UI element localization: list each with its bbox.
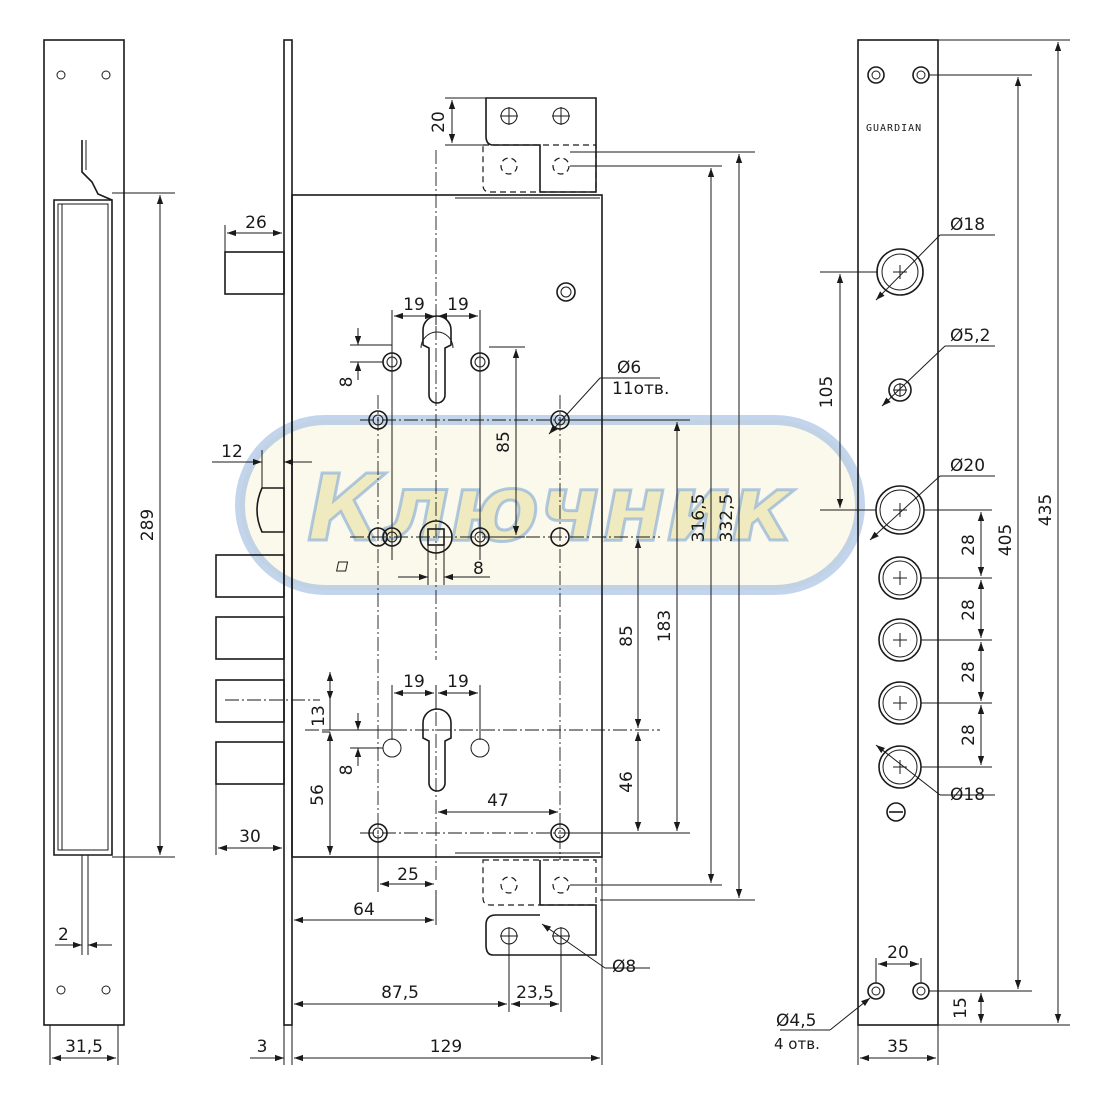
- dim-right-dia20: Ø20: [869, 456, 995, 541]
- svg-text:Ø8: Ø8: [612, 957, 636, 977]
- svg-text:47: 47: [487, 791, 509, 811]
- dim-85-46: 85 46: [568, 539, 650, 834]
- svg-text:183: 183: [655, 610, 675, 642]
- svg-text:19: 19: [447, 295, 469, 315]
- dim-dia8-strike: Ø8: [541, 923, 650, 977]
- dim-20-top: 20: [429, 97, 486, 146]
- svg-text:Ø20: Ø20: [950, 456, 985, 476]
- dim-3-129: 3 129: [250, 857, 603, 1065]
- svg-text:31,5: 31,5: [65, 1037, 103, 1057]
- dim-183: 183: [568, 419, 690, 834]
- dim-right-105: 105: [817, 271, 878, 511]
- svg-text:Ø6: Ø6: [617, 358, 641, 378]
- dim-13: 13: [309, 672, 392, 731]
- svg-text:435: 435: [1036, 494, 1056, 526]
- svg-text:19: 19: [403, 295, 425, 315]
- svg-text:12: 12: [221, 442, 243, 462]
- svg-text:35: 35: [887, 1037, 909, 1057]
- dim-right-35: 35: [857, 1025, 939, 1065]
- dim-85-upper: 85: [489, 346, 525, 538]
- svg-text:105: 105: [817, 376, 837, 408]
- dim-right-15: 15: [951, 993, 985, 1023]
- svg-text:19: 19: [403, 672, 425, 692]
- svg-text:85: 85: [617, 625, 637, 647]
- svg-text:15: 15: [951, 997, 971, 1019]
- front-view: [215, 39, 660, 1026]
- faceplate-brand: GUARDIAN: [866, 123, 922, 134]
- dim-26: 26: [224, 213, 282, 252]
- svg-text:13: 13: [309, 705, 329, 727]
- dim-square-8: 8: [336, 545, 490, 585]
- svg-text:64: 64: [353, 900, 375, 920]
- dim-right-28s: 28 28 28 28: [921, 509, 992, 768]
- svg-text:28: 28: [959, 599, 979, 621]
- svg-text:28: 28: [959, 724, 979, 746]
- svg-text:56: 56: [308, 784, 328, 806]
- svg-text:85: 85: [494, 431, 514, 453]
- dim-56: 56: [308, 731, 334, 855]
- dim-8-upper: 8: [337, 328, 392, 387]
- dim-right-435: 435: [938, 39, 1070, 1026]
- dim-2: 2: [55, 905, 112, 955]
- svg-text:Ø4,5: Ø4,5: [776, 1011, 816, 1031]
- svg-text:30: 30: [239, 827, 261, 847]
- dim-289: 289: [112, 192, 175, 858]
- svg-text:25: 25: [397, 865, 419, 885]
- dim-19-lower: 19 19: [391, 672, 481, 740]
- dim-316-5: 316,5: [570, 165, 722, 886]
- svg-text:Ø5,2: Ø5,2: [950, 326, 990, 346]
- svg-text:4 отв.: 4 отв.: [774, 1035, 820, 1053]
- svg-text:87,5: 87,5: [381, 983, 419, 1003]
- svg-text:Ø18: Ø18: [950, 785, 985, 805]
- svg-text:129: 129: [430, 1037, 462, 1057]
- dim-87-5-23-5: 87,5 23,5: [294, 945, 562, 1012]
- svg-text:Ø18: Ø18: [950, 215, 985, 235]
- svg-text:19: 19: [447, 672, 469, 692]
- dim-right-dia18-bottom: Ø18: [875, 744, 995, 805]
- svg-text:2: 2: [58, 925, 69, 945]
- svg-text:3: 3: [257, 1037, 268, 1057]
- side-view: [43, 39, 125, 1026]
- dim-right-dia5-2: Ø5,2: [881, 326, 995, 407]
- dim-right-405: 405: [929, 74, 1032, 992]
- dim-64: 64: [294, 890, 437, 925]
- svg-text:20: 20: [429, 111, 449, 133]
- svg-text:405: 405: [996, 524, 1016, 556]
- svg-text:28: 28: [959, 534, 979, 556]
- svg-text:332,5: 332,5: [717, 494, 737, 543]
- dim-right-20: 20: [875, 943, 922, 983]
- dim-8-lower: 8: [337, 713, 383, 775]
- svg-text:11отв.: 11отв.: [612, 379, 669, 399]
- svg-text:28: 28: [959, 661, 979, 683]
- svg-text:289: 289: [138, 509, 158, 541]
- dim-right-dia18-top: Ø18: [875, 215, 995, 301]
- dim-31-5: 31,5: [49, 1025, 119, 1065]
- faceplate-view: GUARDIAN: [857, 39, 939, 1026]
- dim-25: 25: [377, 842, 434, 892]
- svg-text:23,5: 23,5: [516, 983, 554, 1003]
- dim-332-5: 332,5: [570, 151, 755, 901]
- watermark: Ключник: [235, 415, 865, 595]
- dim-30: 30: [215, 784, 282, 855]
- dim-dia6-leader: Ø6 11отв.: [548, 358, 669, 435]
- svg-text:8: 8: [473, 559, 484, 579]
- svg-text:46: 46: [617, 771, 637, 793]
- svg-text:8: 8: [337, 765, 357, 776]
- svg-text:26: 26: [245, 213, 267, 233]
- dim-47: 47: [438, 791, 558, 816]
- svg-text:8: 8: [337, 377, 357, 388]
- svg-text:20: 20: [887, 943, 909, 963]
- dim-right-dia4-5: Ø4,5 4 отв.: [774, 997, 871, 1053]
- dim-19-upper: 19 19: [391, 295, 481, 350]
- svg-text:316,5: 316,5: [689, 494, 709, 543]
- dim-12: 12: [212, 442, 312, 488]
